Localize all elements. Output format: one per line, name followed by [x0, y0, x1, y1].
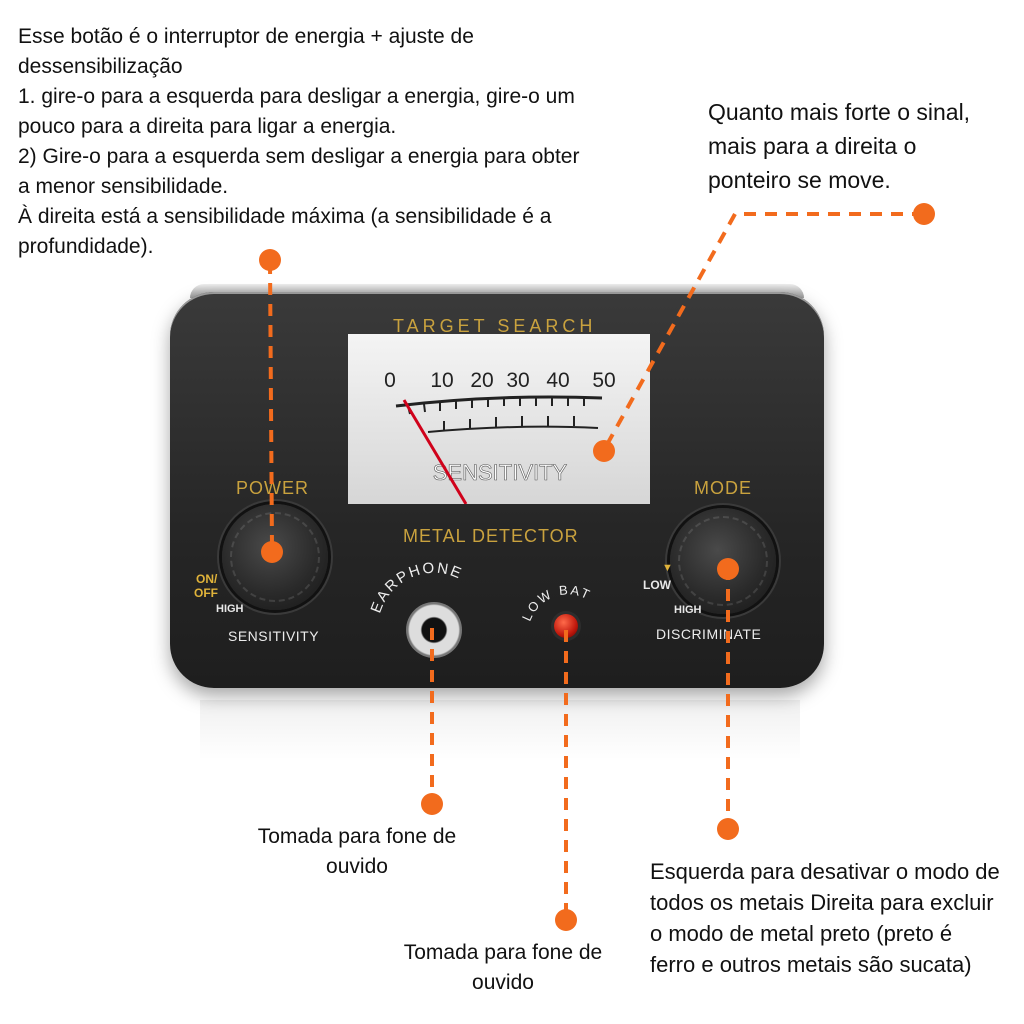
target-search-header: TARGET SEARCH [393, 316, 597, 336]
earphone-note-line: Tomada para fone de [257, 825, 457, 848]
meter-note-line: mais para a direita o [708, 133, 917, 159]
low-bat-led [554, 614, 578, 638]
off-label: OFF [194, 586, 218, 600]
meter-scale-label: 10 [430, 369, 453, 392]
power-label: POWER [236, 478, 310, 498]
mode-note-line: todos os metais Direita para excluir [650, 890, 994, 915]
device-reflection [200, 700, 800, 760]
meter-window-dot [593, 440, 615, 462]
meter-scale-label: 30 [506, 369, 529, 392]
meter-annotation: Quanto mais forte o sinal, mais para a d… [708, 95, 1008, 197]
earphone-annotation: Tomada para fone de ouvido [232, 822, 482, 882]
power-sensitivity-caption: SENSITIVITY [228, 628, 320, 644]
metal-detector-title: METAL DETECTOR [403, 526, 579, 546]
power-note-line: dessensibilização [18, 55, 183, 78]
mode-annotation: Esquerda para desativar o modo de todos … [650, 856, 1020, 980]
power-annotation: Esse botão é o interruptor de energia + … [18, 22, 618, 262]
power-callout-dot [259, 249, 281, 271]
power-note-line: profundidade). [18, 235, 154, 258]
low-marker-icon: ▼ [662, 562, 673, 574]
meter-arc-upper [395, 395, 603, 408]
mode-low-label: LOW [643, 578, 671, 592]
mode-high-label: HIGH [674, 604, 702, 616]
meter-callout-dot [913, 203, 935, 225]
meter-scale-label: 40 [546, 369, 569, 392]
meter-ticks [407, 398, 585, 431]
meter-scale-label: 20 [470, 369, 493, 392]
power-note-line: À direita está a sensibilidade máxima (a… [18, 205, 552, 228]
meter-note-line: Quanto mais forte o sinal, [708, 99, 971, 125]
power-note-line: 1. gire-o para a esquerda para desligar … [18, 85, 575, 108]
meter-note-line: ponteiro se move. [708, 167, 891, 193]
power-sensitivity-knob[interactable] [222, 504, 328, 610]
power-knob-dot [261, 541, 283, 563]
mode-discriminate-caption: DISCRIMINATE [656, 626, 762, 642]
power-note-line: Esse botão é o interruptor de energia + … [18, 25, 474, 48]
low-bat-note-line: Tomada para fone de [403, 941, 603, 964]
low-bat-note-line: ouvido [472, 971, 534, 994]
meter-scale-label: 50 [592, 369, 615, 392]
meter-sensitivity-label: SENSITIVITY [433, 460, 568, 485]
meter-arc-lower [427, 425, 599, 433]
earphone-note-line: ouvido [326, 855, 388, 878]
low-bat-callout-dot [555, 909, 577, 931]
power-note-line: pouco para a direita para ligar a energi… [18, 115, 397, 138]
mode-knob-dot [717, 558, 739, 580]
mode-callout-dot [717, 818, 739, 840]
mode-note-line: ferro e outros metais são sucata) [650, 952, 972, 977]
earphone-jack[interactable] [406, 602, 462, 658]
power-high-label: HIGH [216, 603, 244, 615]
mode-label: MODE [694, 478, 752, 498]
on-label: ON/ [196, 572, 218, 586]
mode-note-line: Esquerda para desativar o modo de [650, 859, 1000, 884]
earphone-callout-dot [421, 793, 443, 815]
power-note-line: a menor sensibilidade. [18, 175, 229, 198]
power-note-line: 2) Gire-o para a esquerda sem desligar a… [18, 145, 580, 168]
meter-needle [402, 399, 468, 505]
mode-note-line: o modo de metal preto (preto é [650, 921, 953, 946]
meter-scale-label: 0 [384, 369, 396, 392]
meter-scale: 0 10 20 30 40 50 SENSITIVITY [384, 369, 616, 505]
low-bat-annotation: Tomada para fone de ouvido [378, 938, 628, 998]
meter-window: 0 10 20 30 40 50 SENSITIVITY [348, 334, 650, 505]
